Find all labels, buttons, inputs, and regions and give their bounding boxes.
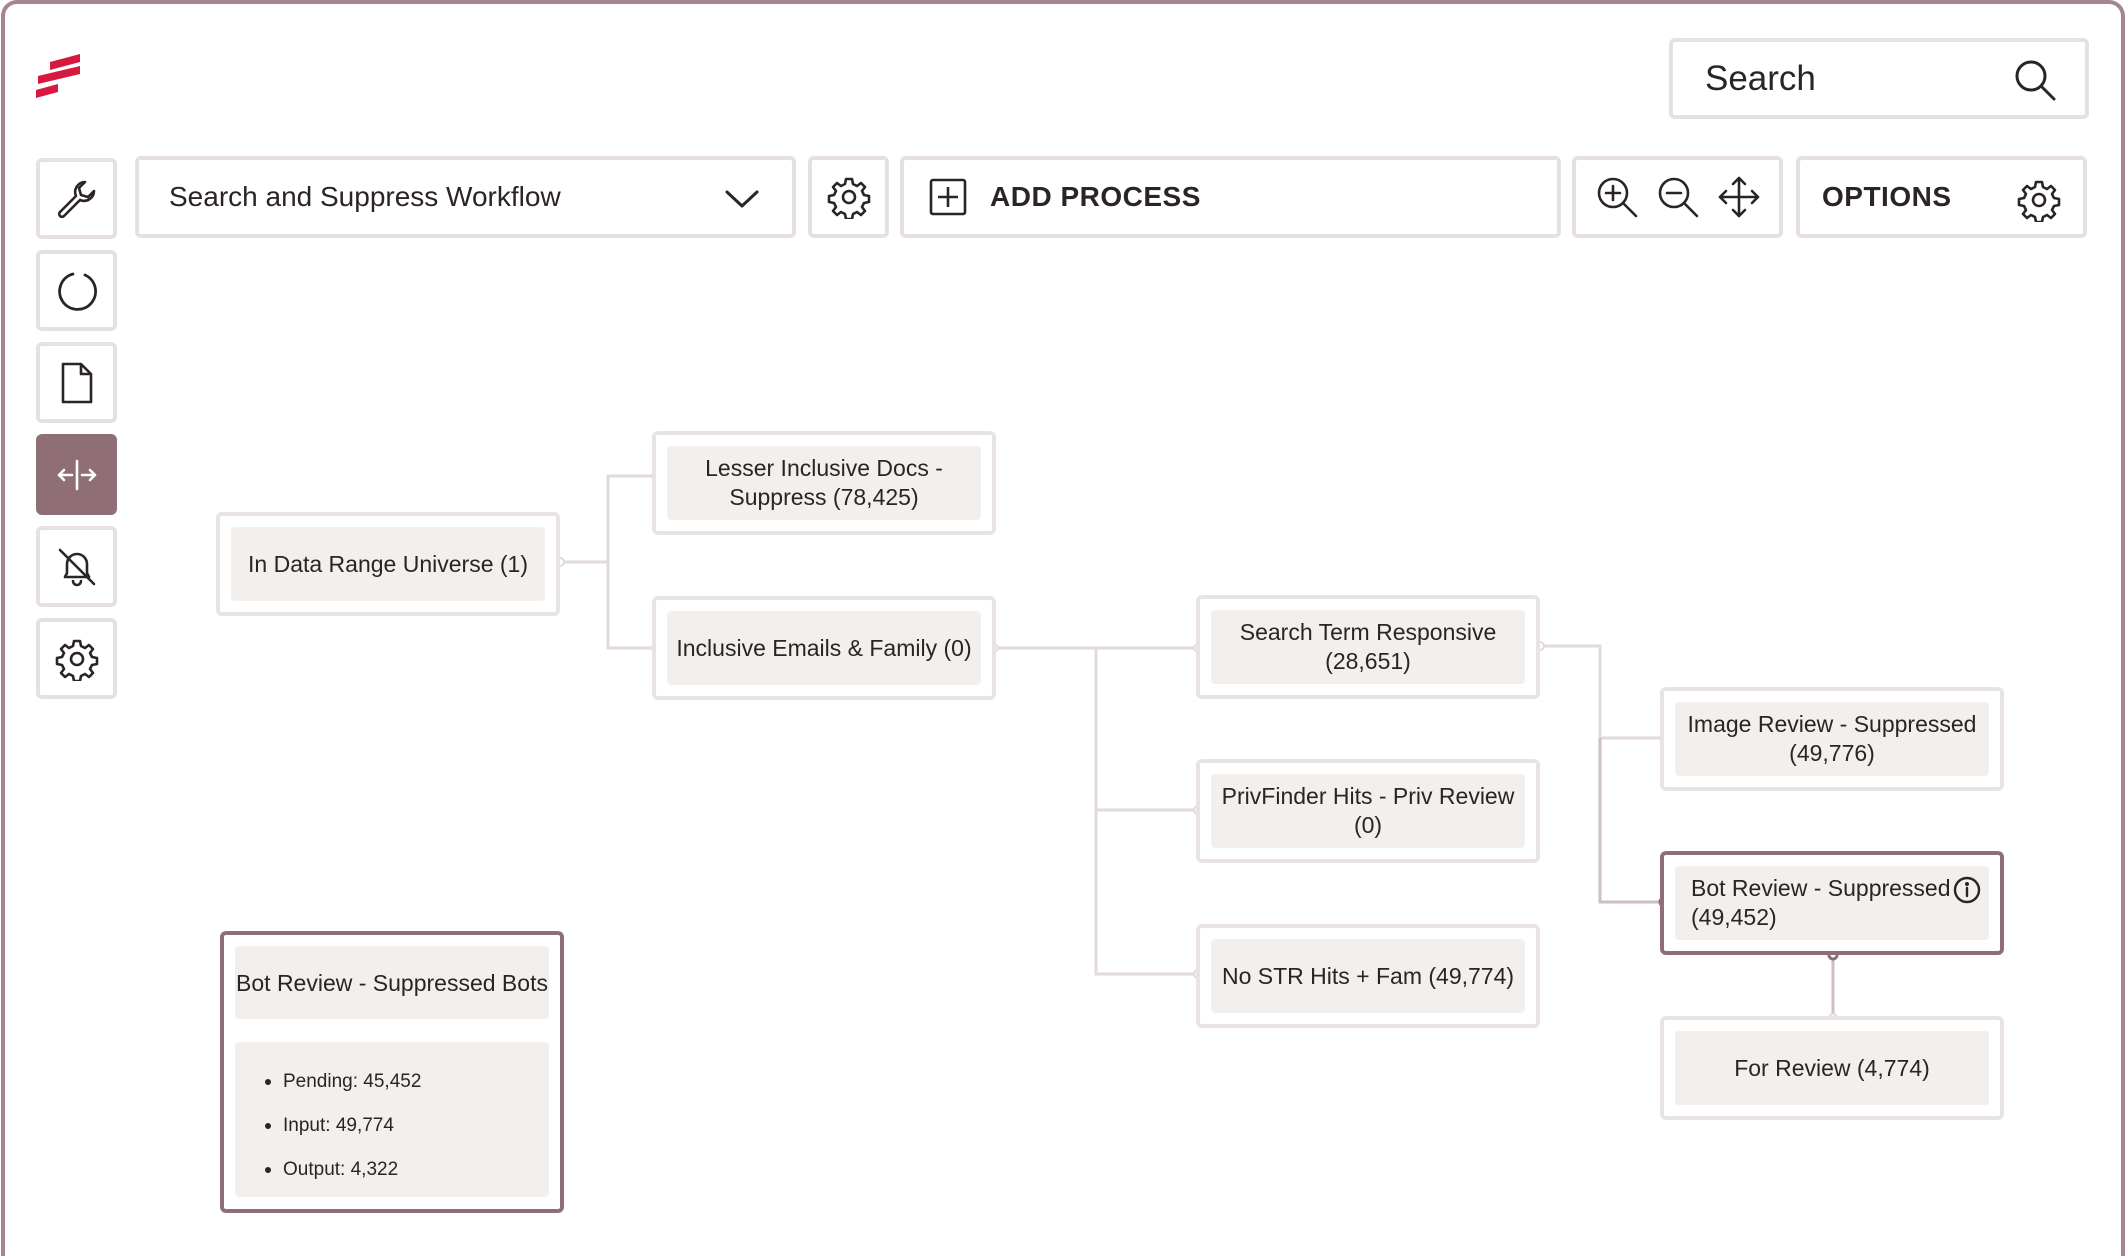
document-icon [61, 362, 92, 403]
sidebar-item-document[interactable] [36, 342, 117, 423]
stat-input: Input: 49,774 [263, 1104, 549, 1148]
plus-square-icon [929, 178, 967, 216]
process-node-label: No STR Hits + Fam (49,774) [1211, 939, 1525, 1013]
detail-card-stats: Pending: 45,452 Input: 49,774 Output: 4,… [235, 1042, 549, 1197]
stat-output: Output: 4,322 [263, 1148, 549, 1192]
add-process-label: ADD PROCESS [990, 181, 1201, 212]
process-node-label: In Data Range Universe (1) [231, 527, 545, 601]
workflow-settings-button[interactable] [808, 156, 889, 238]
gear-icon [2017, 180, 2061, 222]
workflow-select-label: Search and Suppress Workflow [169, 181, 561, 212]
bot-review-detail-card: Bot Review - Suppressed Bots Pending: 45… [220, 931, 564, 1213]
sidebar-item-split-view[interactable] [36, 434, 117, 515]
process-node-lesser-inclusive[interactable]: Lesser Inclusive Docs - Suppress (78,425… [652, 431, 996, 535]
options-button[interactable]: OPTIONS [1796, 156, 2087, 238]
process-node-image-review[interactable]: Image Review - Suppressed (49,776) [1660, 687, 2004, 791]
zoom-out-button[interactable] [1655, 174, 1701, 220]
zoom-out-icon [1658, 177, 1698, 218]
chevron-down-icon [725, 190, 759, 208]
pan-button[interactable] [1716, 174, 1762, 220]
sidebar-item-refresh[interactable] [36, 250, 117, 331]
move-arrows-icon [1718, 176, 1759, 218]
zoom-in-button[interactable] [1594, 174, 1640, 220]
process-node-inclusive-emails[interactable]: Inclusive Emails & Family (0) [652, 596, 996, 700]
process-node-label: Image Review - Suppressed (49,776) [1675, 702, 1989, 776]
process-node-privfinder[interactable]: PrivFinder Hits - Priv Review (0) [1196, 759, 1540, 863]
search-input[interactable] [1703, 57, 2007, 100]
process-node-bot-review[interactable]: Bot Review - Suppressed (49,452) [1660, 851, 2004, 955]
workflow-select[interactable]: Search and Suppress Workflow [135, 156, 796, 238]
process-node-label: Bot Review - Suppressed (49,452) [1675, 866, 1989, 940]
add-process-button[interactable]: ADD PROCESS [900, 156, 1561, 238]
process-node-label: PrivFinder Hits - Priv Review (0) [1211, 774, 1525, 848]
circle-refresh-icon [57, 272, 97, 311]
info-icon[interactable] [1952, 875, 1982, 905]
process-node-label: Lesser Inclusive Docs - Suppress (78,425… [667, 446, 981, 520]
gear-icon [827, 177, 870, 219]
process-node-label: For Review (4,774) [1675, 1031, 1989, 1105]
zoom-controls [1572, 156, 1783, 238]
bell-off-icon [58, 548, 95, 586]
search-icon[interactable] [2013, 58, 2057, 102]
split-arrows-icon [57, 459, 96, 490]
process-node-in-data-range[interactable]: In Data Range Universe (1) [216, 512, 560, 616]
process-node-search-term-responsive[interactable]: Search Term Responsive (28,651) [1196, 595, 1540, 699]
sidebar-item-settings[interactable] [36, 618, 117, 699]
stat-pending: Pending: 45,452 [263, 1060, 549, 1104]
sidebar-item-tools[interactable] [36, 158, 117, 239]
process-node-no-str-hits[interactable]: No STR Hits + Fam (49,774) [1196, 924, 1540, 1028]
process-node-label: Inclusive Emails & Family (0) [667, 611, 981, 685]
process-node-label: Search Term Responsive (28,651) [1211, 610, 1525, 684]
process-node-for-review[interactable]: For Review (4,774) [1660, 1016, 2004, 1120]
wrench-icon [57, 180, 95, 218]
sidebar-item-notifications-off[interactable] [36, 526, 117, 607]
search-box[interactable] [1669, 38, 2089, 119]
options-label: OPTIONS [1822, 181, 1952, 212]
gear-icon [55, 639, 98, 681]
detail-card-title: Bot Review - Suppressed Bots [235, 946, 549, 1019]
brand-logo [36, 54, 80, 98]
zoom-in-icon [1597, 177, 1637, 218]
